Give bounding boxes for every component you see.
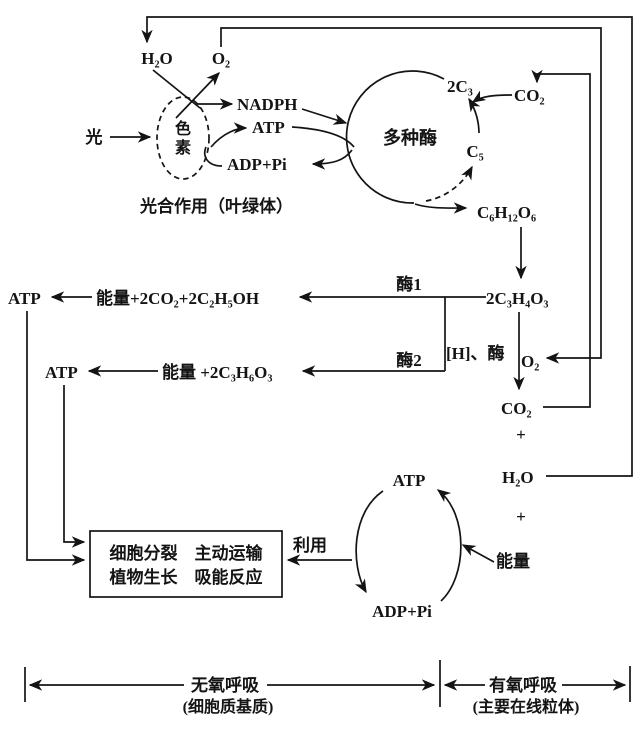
- arrow-energy-to-cycle: [461, 544, 495, 563]
- arc-adp-to-atp: [436, 489, 462, 602]
- line-h2o-return: [141, 16, 633, 477]
- arc-c5-to-c3: [468, 97, 481, 134]
- label-atp-cycle: ATP: [393, 471, 426, 490]
- label-h2o-resp: H₂O: [502, 468, 534, 487]
- label-pigment-bottom: 素: [175, 138, 191, 157]
- label-aerobic: 有氧呼吸: [489, 675, 558, 695]
- label-photo-caption: 光合作用（叶绿体）: [139, 196, 293, 216]
- label-co2-resp: CO₂: [501, 399, 532, 418]
- label-water-top: H₂O: [141, 49, 173, 68]
- arrow-co2-to-c3: [471, 90, 513, 103]
- label-row1-products: 能量+2CO₂+2C₂H₅OH: [96, 288, 259, 308]
- line-co2-return: [531, 69, 591, 408]
- label-anaerobic-sub: (细胞质基质): [183, 697, 274, 716]
- label-plus2: +: [516, 507, 526, 526]
- arrow-cycle-to-adp: [311, 149, 353, 170]
- label-pyruvate: 2C₃H₄O₃: [486, 289, 549, 308]
- label-co2-top: CO₂: [514, 86, 545, 105]
- label-energy: 能量: [496, 551, 530, 571]
- label-atp-row2: ATP: [45, 363, 78, 382]
- pigment-ellipse: [156, 96, 210, 180]
- label-h-enzyme: [H]、酶: [446, 343, 505, 363]
- arrow-nadph-to-cycle: [301, 108, 348, 125]
- label-glucose: C₆H₁₂O₆: [477, 203, 536, 222]
- label-use: 利用: [293, 535, 327, 555]
- line-atp1-to-box: [26, 311, 86, 566]
- label-adp-pi-cycle: ADP+Pi: [372, 602, 432, 621]
- label-enzyme2: 酶2: [396, 350, 422, 370]
- curve-atp-to-cycle: [291, 126, 355, 148]
- label-enzymes-circle: 多种酶: [383, 127, 437, 148]
- arc-c3-to-c5-dashed: [425, 165, 473, 202]
- label-aerobic-sub: (主要在线粒体): [473, 697, 580, 716]
- label-row2-products: 能量 +2C₃H₆O₃: [162, 362, 272, 382]
- line-atp2-to-box: [63, 385, 86, 548]
- arrow-pigment-to-atp: [210, 122, 248, 148]
- label-2c3: 2C₃: [447, 77, 473, 96]
- arc-calvin-main: [345, 70, 445, 204]
- label-plus1: +: [516, 425, 526, 444]
- label-oxygen-top: O₂: [212, 49, 230, 68]
- arrow-photolysis-to-oxygen: [175, 72, 220, 119]
- curve-adp-to-pigment: [203, 146, 223, 167]
- label-nadph: NADPH: [237, 95, 297, 114]
- label-box-line1: 细胞分裂 主动运输: [110, 543, 264, 563]
- label-enzyme1: 酶1: [396, 274, 422, 294]
- arrow-cycle-to-glucose: [414, 202, 468, 214]
- line-water-to-photolysis: [152, 69, 201, 109]
- usage-box: [89, 530, 283, 598]
- label-pigment-top: 色: [175, 119, 191, 138]
- label-c5: C₅: [466, 142, 483, 161]
- label-o2-resp: O₂: [521, 352, 539, 371]
- line-o2-supply: [220, 27, 602, 364]
- label-adp-pi-photo: ADP+Pi: [227, 155, 287, 174]
- label-atp-row1: ATP: [8, 289, 41, 308]
- label-anaerobic: 无氧呼吸: [190, 675, 260, 695]
- label-box-line2: 植物生长 吸能反应: [110, 567, 263, 587]
- label-atp-photo: ATP: [252, 118, 285, 137]
- label-light: 光: [85, 127, 103, 147]
- arc-atp-to-adp: [354, 490, 384, 594]
